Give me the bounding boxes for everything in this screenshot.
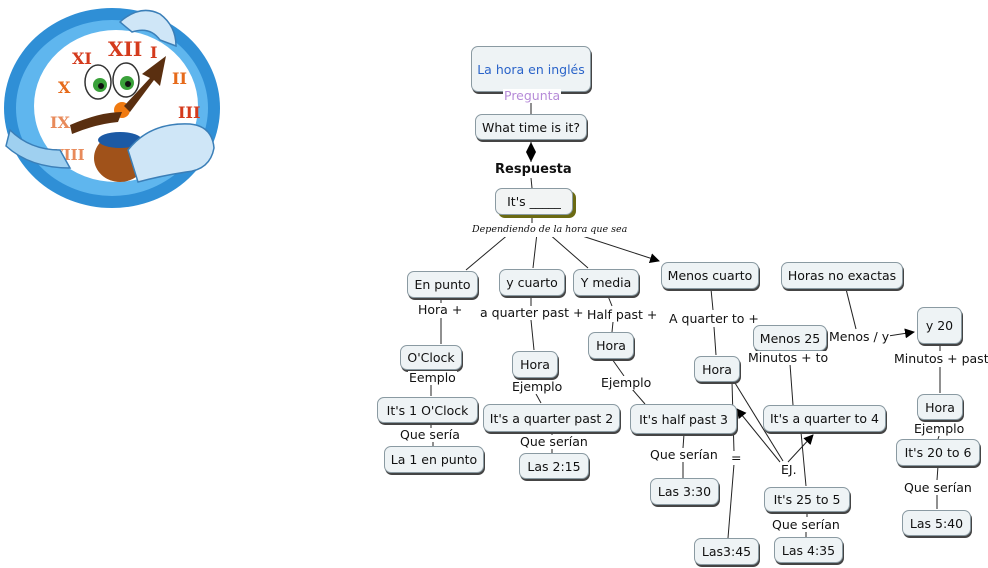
en-punto-node[interactable]: En punto	[407, 271, 478, 298]
half-past-label: Half past +	[586, 308, 658, 322]
menos-cuarto-node[interactable]: Menos cuarto	[661, 262, 759, 289]
its-half-past-3-node[interactable]: It's half past 3	[630, 404, 737, 434]
ej-label: EJ.	[780, 463, 798, 477]
minutos-to-label: Minutos + to	[747, 351, 829, 365]
its-20-to-6-node[interactable]: It's 20 to 6	[896, 439, 980, 466]
hora-node-2[interactable]: Hora	[588, 332, 634, 359]
las-4-35-node[interactable]: Las 4:35	[774, 537, 843, 563]
oclock-node[interactable]: O'Clock	[400, 345, 462, 370]
ejemplo-label-3: Ejemplo	[913, 422, 965, 436]
pregunta-label: Pregunta	[503, 89, 561, 103]
las-3-45-node[interactable]: Las3:45	[694, 538, 759, 565]
las-3-30-node[interactable]: Las 3:30	[650, 478, 719, 505]
answer-node[interactable]: It's _____	[495, 188, 573, 215]
las-5-40-node[interactable]: Las 5:40	[902, 510, 971, 536]
las-2-15-node[interactable]: Las 2:15	[519, 453, 589, 479]
que-seria-label: Que sería	[399, 428, 461, 442]
menos-y-label: Menos / y	[828, 330, 890, 344]
a-quarter-to-label: A quarter to +	[668, 312, 760, 326]
its-25-to-5-node[interactable]: It's 25 to 5	[764, 487, 850, 512]
its-quarter-to-4-node[interactable]: It's a quarter to 4	[763, 405, 886, 432]
hora-plus-label: Hora +	[417, 303, 463, 317]
minutos-past-label: Minutos + past	[893, 352, 988, 366]
que-serian-label-4: Que serían	[903, 481, 973, 495]
question-node[interactable]: What time is it?	[475, 114, 587, 140]
hora-node-3[interactable]: Hora	[694, 356, 740, 382]
equals-label: =	[730, 451, 742, 465]
la-1-en-punto-node[interactable]: La 1 en punto	[384, 446, 484, 473]
menos-25-node[interactable]: Menos 25	[753, 325, 827, 351]
y-media-node[interactable]: Y media	[573, 269, 639, 296]
its-1-oclock-node[interactable]: It's 1 O'Clock	[377, 397, 478, 423]
hora-node-1[interactable]: Hora	[512, 351, 558, 378]
y-cuarto-node[interactable]: y cuarto	[499, 269, 565, 296]
title-node[interactable]: La hora en inglés	[471, 46, 591, 92]
horas-no-exactas-node[interactable]: Horas no exactas	[781, 262, 903, 289]
ejemplo-label-1: Ejemplo	[511, 380, 563, 394]
y-20-node[interactable]: y 20	[917, 307, 962, 344]
que-serian-label-2: Que serían	[649, 448, 719, 462]
hora-node-4[interactable]: Hora	[917, 394, 963, 420]
ejemplo-label-2: Ejemplo	[600, 376, 652, 390]
a-quarter-past-label: a quarter past +	[479, 306, 584, 320]
eemplo-label: Eemplo	[408, 371, 457, 385]
que-serian-label-3: Que serían	[771, 518, 841, 532]
its-quarter-past-2-node[interactable]: It's a quarter past 2	[483, 404, 620, 432]
depends-label: Dependiendo de la hora que sea	[471, 223, 628, 237]
respuesta-label: Respuesta	[494, 163, 573, 177]
que-serian-label-1: Que serían	[519, 435, 589, 449]
